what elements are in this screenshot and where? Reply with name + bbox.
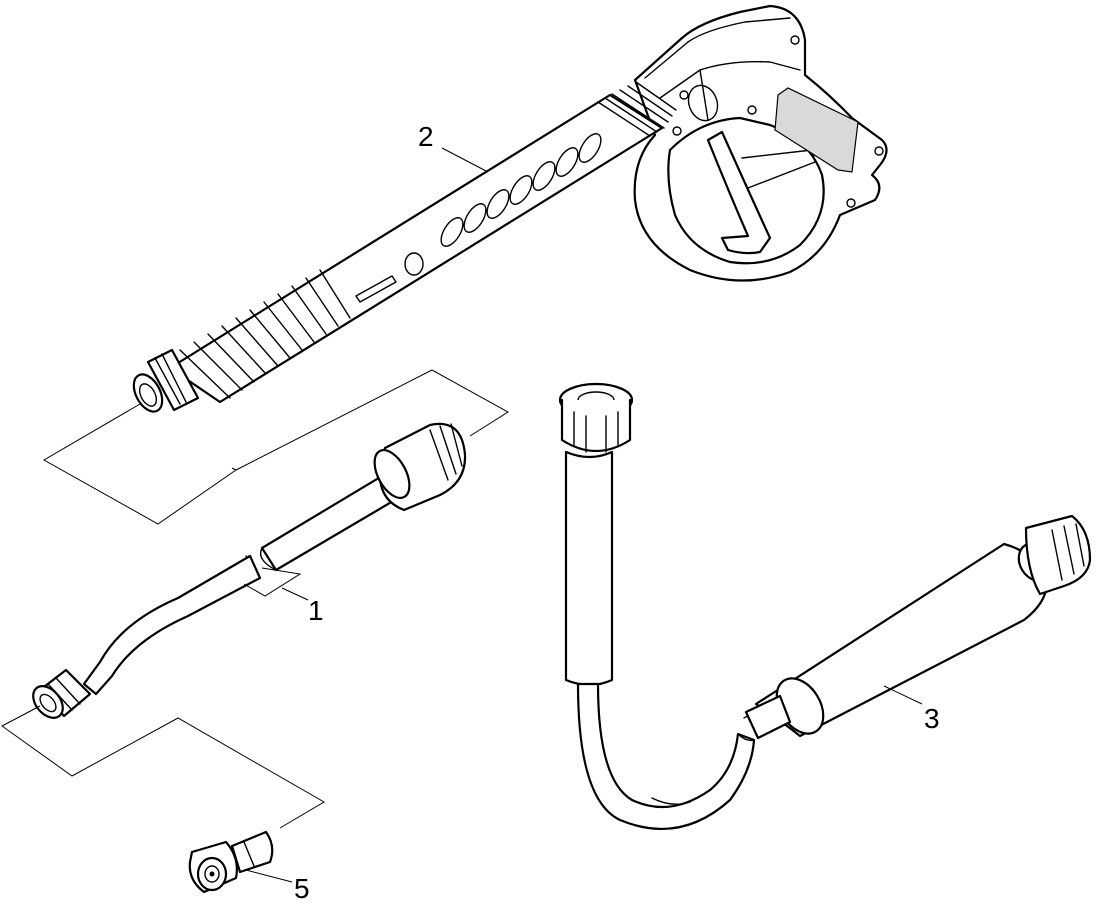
callout-2-leader — [441, 147, 489, 173]
trigger-gun-part — [633, 4, 888, 282]
callout-3-leader — [883, 685, 923, 705]
callout-1-guide — [243, 567, 309, 601]
extension-hose-part — [558, 382, 1092, 830]
assembly-guide-upper — [42, 369, 509, 525]
lance-part — [32, 422, 467, 719]
assembly-guide-lower — [1, 705, 325, 829]
nozzle-part — [188, 830, 274, 894]
callout-2-label: 2 — [418, 121, 434, 152]
callout-3-label: 3 — [924, 703, 940, 734]
callout-1-label: 1 — [308, 595, 324, 626]
callout-5-leader — [245, 869, 293, 883]
gun-barrel — [132, 81, 677, 413]
callout-5-label: 5 — [294, 873, 310, 904]
